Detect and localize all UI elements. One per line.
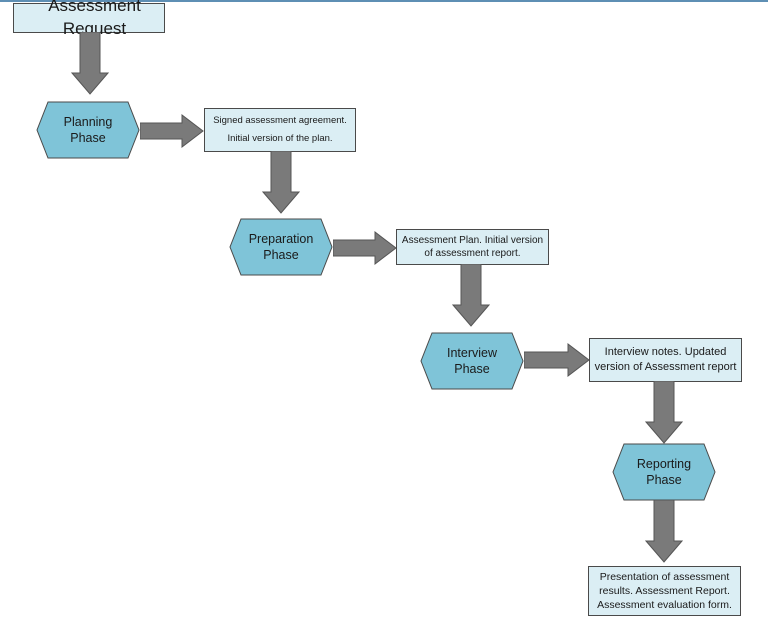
interview-phase-node: Interview Phase [420, 332, 524, 390]
top-border-line [0, 0, 768, 2]
preparation-output-box: Assessment Plan. Initial version of asse… [396, 229, 549, 265]
planning-output-text: Signed assessment agreement. Initial ver… [213, 114, 347, 144]
reporting-phase-node: Reporting Phase [612, 443, 716, 501]
arrow-down-to-preparation [262, 151, 300, 214]
preparation-output-text: Assessment Plan. Initial version of asse… [401, 234, 544, 260]
arrow-right-preparation-to-output [333, 231, 397, 265]
planning-phase-node: Planning Phase [36, 101, 140, 159]
arrow-down-to-final-output [645, 500, 683, 563]
preparation-phase-node: Preparation Phase [229, 218, 333, 276]
arrow-right-interview-to-output [524, 343, 590, 377]
reporting-phase-label: Reporting Phase [636, 456, 692, 487]
interview-output-box: Interview notes. Updated version of Asse… [589, 338, 742, 382]
arrow-down-start-to-planning [71, 32, 109, 95]
hexagon-shape [229, 218, 333, 276]
reporting-output-text: Presentation of assessment results. Asse… [597, 570, 732, 612]
hexagon-shape [612, 443, 716, 501]
planning-output-box: Signed assessment agreement. Initial ver… [204, 108, 356, 152]
arrow-down-to-interview [452, 264, 490, 327]
interview-output-text: Interview notes. Updated version of Asse… [594, 346, 737, 373]
hexagon-shape [36, 101, 140, 159]
reporting-output-box: Presentation of assessment results. Asse… [588, 566, 741, 616]
arrow-right-planning-to-output [140, 114, 204, 148]
preparation-phase-label: Preparation Phase [248, 231, 314, 262]
arrow-down-to-reporting [645, 381, 683, 444]
hexagon-shape [420, 332, 524, 390]
assessment-request-label: Assessment Request [48, 0, 141, 38]
assessment-request-box: Assessment Request [13, 0, 165, 38]
planning-phase-label: Planning Phase [63, 114, 113, 145]
interview-phase-label: Interview Phase [446, 345, 498, 376]
